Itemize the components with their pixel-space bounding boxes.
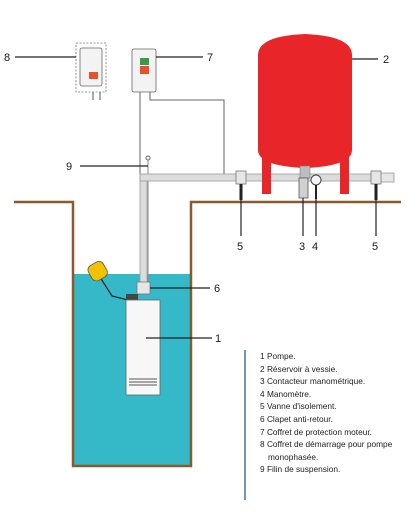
isolation-valve-left xyxy=(235,170,247,185)
callout-6: 6 xyxy=(214,283,220,295)
callout-7: 7 xyxy=(207,52,213,64)
tank-neck xyxy=(299,165,311,179)
protection-box-indicator xyxy=(140,66,149,74)
legend-item-6: 6 Clapet anti-retour. xyxy=(260,413,414,426)
wire-box7-to-switch xyxy=(149,92,225,176)
float-switch xyxy=(87,261,108,282)
legend-item-5: 5 Vanne d'isolement. xyxy=(260,400,414,413)
discharge-pipe-end xyxy=(379,172,395,183)
legend-text: Vanne d'isolement. xyxy=(266,401,337,412)
starter-box-frame xyxy=(75,42,107,93)
tank-leg-left xyxy=(262,150,271,194)
legend-num: 5 xyxy=(260,401,265,412)
callout-5-left: 5 xyxy=(237,241,243,253)
legend-num: 9 xyxy=(260,464,265,475)
legend: 1 Pompe. 2 Réservoir à vessie. 3 Contact… xyxy=(244,350,414,500)
legend-num: 2 xyxy=(260,363,265,374)
protection-box-indicator-top xyxy=(140,58,149,65)
pump-intake-grille xyxy=(129,378,157,386)
legend-text: Manomètre. xyxy=(266,388,312,399)
legend-num: 8 xyxy=(260,439,265,450)
legend-item-3: 3 Contacteur manométrique. xyxy=(260,375,414,388)
legend-list: 1 Pompe. 2 Réservoir à vessie. 3 Contact… xyxy=(260,350,414,476)
legend-text: Réservoir à vessie. xyxy=(266,363,338,374)
legend-text: Contacteur manométrique. xyxy=(266,376,366,387)
tank-leg-right xyxy=(340,150,349,194)
callout-8: 8 xyxy=(4,52,10,64)
legend-text-continued: monophasée. xyxy=(268,451,319,462)
legend-num: 7 xyxy=(260,426,265,437)
legend-item-7: 7 Coffret de protection moteur. xyxy=(260,426,414,439)
well-ground-outline xyxy=(14,200,401,468)
legend-num: 3 xyxy=(260,376,265,387)
legend-text: Filin de suspension. xyxy=(266,464,341,475)
pressure-switch xyxy=(298,177,309,199)
callout-2: 2 xyxy=(383,54,389,66)
starter-box-indicator xyxy=(89,72,98,79)
bladder-tank xyxy=(258,34,352,168)
legend-num: 4 xyxy=(260,388,265,399)
riser-pipe xyxy=(139,175,148,290)
legend-text: Clapet anti-retour. xyxy=(266,413,333,424)
callout-3: 3 xyxy=(299,241,305,253)
legend-text: Pompe. xyxy=(266,351,296,361)
isolation-valve-right xyxy=(370,170,382,185)
legend-num: 1 xyxy=(260,351,265,361)
suspension-cable-top xyxy=(145,155,151,161)
legend-item-9: 9 Filin de suspension. xyxy=(260,463,414,476)
legend-item-1: 1 Pompe. xyxy=(260,350,414,363)
callout-4: 4 xyxy=(312,241,318,253)
callout-1: 1 xyxy=(215,333,221,345)
legend-item-4: 4 Manomètre. xyxy=(260,388,414,401)
starter-box xyxy=(79,47,103,87)
legend-text: Coffret de protection moteur. xyxy=(266,426,372,437)
legend-text: Coffret de démarrage pour pompe xyxy=(266,439,393,450)
pump-body xyxy=(125,299,161,396)
legend-num: 6 xyxy=(260,413,265,424)
check-valve xyxy=(136,281,151,295)
callout-9: 9 xyxy=(66,161,72,173)
legend-item-2: 2 Réservoir à vessie. xyxy=(260,363,414,376)
check-valve-connector xyxy=(126,294,138,300)
pressure-gauge xyxy=(310,174,322,186)
callout-5-right: 5 xyxy=(372,241,378,253)
